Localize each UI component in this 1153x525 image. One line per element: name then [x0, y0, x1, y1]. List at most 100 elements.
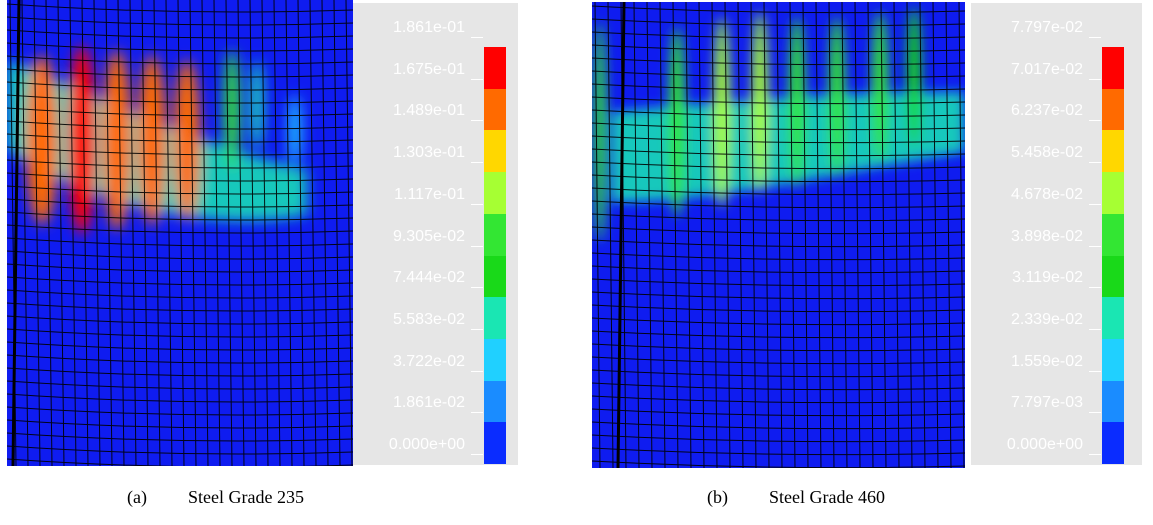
mesh-column-line: [919, 2, 926, 468]
mesh-column-line: [189, 0, 197, 466]
mesh-column-line: [141, 0, 149, 466]
mesh-row-line: [592, 70, 965, 79]
legend-color-swatch: [1102, 422, 1124, 465]
fe-contour-plot-b: [592, 2, 965, 468]
mesh-column-line: [737, 2, 744, 468]
mesh-row-line: [592, 252, 965, 261]
mesh-column-line: [880, 2, 887, 468]
mesh-row-line: [7, 367, 353, 377]
mesh-column-line: [297, 0, 305, 466]
mesh-column-line: [201, 0, 209, 466]
contour-strip: [714, 17, 730, 207]
mesh-column-line: [867, 2, 874, 468]
legend-tick: [1089, 328, 1101, 330]
mesh-column-line: [33, 0, 41, 466]
legend-label: 5.458e-02: [1010, 144, 1083, 162]
mesh-column-line: [177, 0, 185, 466]
legend-label: 2.339e-02: [1010, 310, 1083, 328]
legend-color-swatch: [484, 130, 506, 173]
mesh-column-line: [789, 2, 796, 468]
flange-edge-line: [616, 2, 626, 468]
caption-letter-a: (a): [127, 487, 147, 507]
mesh-row-line: [7, 328, 353, 338]
contour-strip: [669, 27, 685, 217]
legend-tick: [471, 37, 483, 38]
legend-label: 5.583e-02: [392, 310, 465, 328]
legend-label: 1.303e-01: [392, 144, 465, 162]
mesh-row-line: [7, 3, 353, 13]
mesh-row-line: [592, 278, 965, 287]
mesh-row-line: [592, 460, 965, 468]
mesh-row-line: [592, 343, 965, 352]
caption-text-b: Steel Grade 460: [769, 487, 885, 507]
caption-a: (a) Steel Grade 235: [127, 487, 304, 508]
mesh-row-line: [592, 291, 965, 300]
mesh-column-line: [333, 0, 341, 466]
legend-tick: [1089, 120, 1101, 122]
legend-tick: [471, 370, 483, 372]
legend-label: 7.797e-02: [1010, 19, 1083, 36]
mesh-row-line: [592, 18, 965, 27]
mesh-column-line: [69, 0, 77, 466]
flange-edge-line: [11, 0, 21, 466]
mesh-row-line: [592, 434, 965, 443]
mesh-row-line: [7, 263, 353, 273]
mesh-column-line: [249, 0, 257, 466]
legend-color-swatch: [1102, 380, 1124, 423]
legend-label: 3.722e-02: [392, 352, 465, 370]
mesh-column-line: [165, 0, 173, 466]
mesh-row-line: [592, 382, 965, 391]
legend-tick: [1089, 203, 1101, 205]
legend-label: 3.119e-02: [1012, 269, 1083, 287]
mesh-row-line: [7, 406, 353, 416]
mesh-row-line: [7, 419, 353, 429]
caption-text-a: Steel Grade 235: [187, 487, 304, 507]
mesh-row-line: [592, 330, 965, 339]
legend-color-swatch: [1102, 172, 1124, 215]
mesh-row-line: [592, 57, 965, 66]
mesh-column-line: [261, 0, 269, 466]
legend-color-swatch: [1102, 47, 1124, 90]
legend-tick: [471, 78, 483, 80]
legend-color-swatch: [484, 172, 506, 215]
mesh-grid: [7, 0, 353, 466]
mesh-column-line: [945, 2, 952, 468]
mesh-row-line: [7, 237, 353, 247]
mesh-column-line: [153, 0, 161, 466]
legend-label: 1.489e-01: [392, 102, 465, 120]
legend-color-swatch: [484, 88, 506, 131]
mesh-column-line: [659, 2, 666, 468]
legend-label: 7.017e-02: [1010, 60, 1083, 78]
mesh-row-line: [7, 276, 353, 286]
mesh-column-line: [225, 0, 233, 466]
contour-strip: [26, 55, 58, 225]
mesh-row-line: [592, 226, 965, 235]
mesh-row-line: [7, 393, 353, 403]
mesh-row-line: [7, 107, 353, 117]
mesh-column-line: [633, 2, 640, 468]
mesh-row-line: [7, 341, 353, 351]
contour-strip: [872, 12, 888, 162]
contour-strip: [174, 60, 200, 220]
mesh-row-line: [592, 31, 965, 40]
mesh-background: [592, 2, 965, 468]
mesh-column-line: [117, 0, 125, 466]
contour-strip: [789, 17, 805, 187]
fe-contour-plot-a: [7, 0, 353, 466]
legend-color-swatch: [484, 47, 506, 90]
contour-strip: [289, 95, 301, 165]
contour-strip: [251, 60, 263, 150]
legend-color-swatch: [1102, 88, 1124, 131]
legend-color-swatch: [1102, 130, 1124, 173]
mesh-row-line: [592, 44, 965, 53]
legend-tick: [1089, 287, 1101, 289]
contour-strip: [68, 45, 96, 235]
legend-color-swatch: [1102, 213, 1124, 256]
mesh-column-line: [776, 2, 783, 468]
legend-label: 1.861e-01: [392, 19, 465, 36]
legend-tick: [471, 287, 483, 289]
